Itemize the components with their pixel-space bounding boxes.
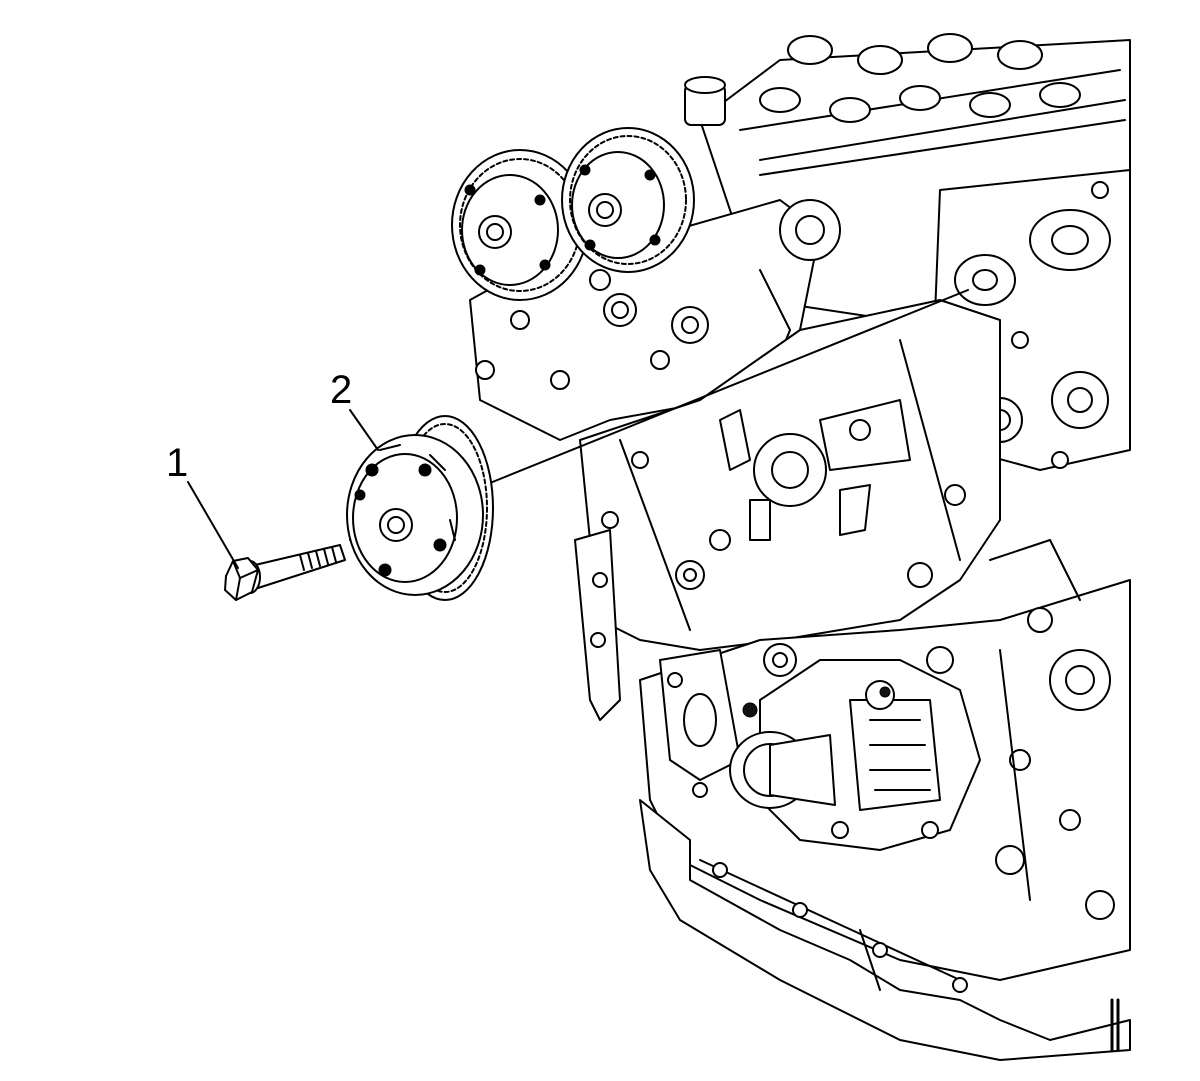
- callout-number-bolt: 1: [166, 441, 189, 485]
- leader-line-1: [187, 481, 239, 569]
- camshaft-sprocket-bolt: [224, 544, 346, 601]
- installed-sprocket-left: [451, 149, 589, 301]
- water-pump: [729, 643, 981, 851]
- installed-sprocket-right: [561, 127, 695, 273]
- camshaft-lobes: [684, 33, 1081, 126]
- leader-line-2: [349, 409, 379, 451]
- callout-number-sprocket: 2: [330, 368, 353, 412]
- alignment-line: [489, 289, 969, 484]
- engine-block: [469, 33, 1131, 1061]
- camshaft-sprocket: [346, 415, 494, 601]
